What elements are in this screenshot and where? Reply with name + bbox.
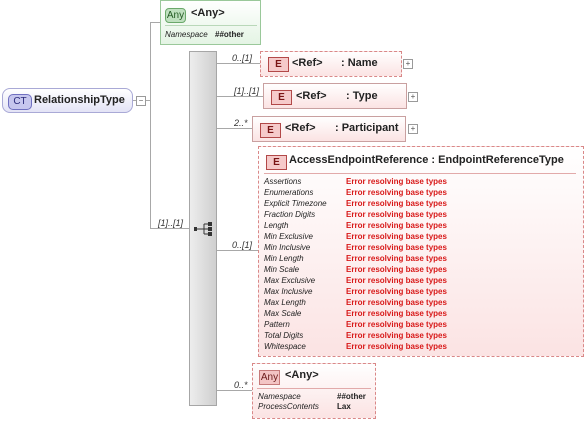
complex-type-node[interactable]: CT RelationshipType (2, 88, 133, 113)
any-bottom-namespace-label: Namespace (258, 392, 301, 401)
facet-value: Error resolving base types (346, 320, 447, 329)
facet-value: Error resolving base types (346, 309, 447, 318)
expand-name-icon[interactable]: + (403, 59, 413, 69)
element-name-cardinality: 0..[1] (232, 53, 253, 63)
facet-value: Error resolving base types (346, 265, 447, 274)
complex-type-name: RelationshipType (34, 94, 125, 106)
element-type-node[interactable]: E <Ref> : Type (263, 83, 407, 109)
element-participant-cardinality: 2..* (234, 118, 248, 128)
access-endpoint-divider (264, 173, 576, 174)
any-bottom-process-label: ProcessContents (258, 402, 319, 411)
facet-value: Error resolving base types (346, 331, 447, 340)
element-type-cardinality: [1]..[1] (234, 86, 260, 96)
facet-value: Error resolving base types (346, 177, 447, 186)
element-type-badge: E (271, 90, 292, 105)
connector-e1 (217, 63, 260, 64)
connector-trunk (150, 22, 151, 229)
element-participant-type: : Participant (335, 122, 399, 134)
facet-name: Max Scale (264, 309, 302, 318)
sequence-cardinality: [1]..[1] (158, 218, 184, 228)
any-bottom-cardinality: 0..* (234, 380, 248, 390)
any-top-badge: Any (165, 8, 186, 23)
facet-name: Min Inclusive (264, 243, 311, 252)
facet-name: Min Scale (264, 265, 300, 274)
access-endpoint-cardinality: 0..[1] (232, 240, 253, 250)
element-participant-badge: E (260, 123, 281, 138)
complex-type-badge: CT (8, 94, 32, 110)
sequence-icon (194, 222, 212, 236)
facet-value: Error resolving base types (346, 254, 447, 263)
facet-value: Error resolving base types (346, 232, 447, 241)
facet-name: Whitespace (264, 342, 306, 351)
facet-name: Min Length (264, 254, 304, 263)
element-name-type: : Name (341, 57, 378, 69)
element-name-node[interactable]: E <Ref> : Name (260, 51, 402, 77)
collapse-ct-icon[interactable]: − (136, 96, 146, 106)
facet-name: Total Digits (264, 331, 304, 340)
element-name-badge: E (268, 57, 289, 72)
facet-value: Error resolving base types (346, 210, 447, 219)
access-endpoint-node[interactable]: E AccessEndpointReference : EndpointRefe… (258, 146, 584, 357)
any-bottom-title: <Any> (285, 369, 319, 381)
any-bottom-badge: Any (259, 370, 280, 385)
element-participant-ref: <Ref> (285, 122, 316, 134)
any-bottom-node[interactable]: Any <Any> Namespace ##other ProcessConte… (252, 363, 376, 419)
facet-value: Error resolving base types (346, 276, 447, 285)
element-participant-node[interactable]: E <Ref> : Participant (252, 116, 406, 142)
any-bottom-process-value: Lax (337, 402, 351, 411)
element-type-type: : Type (346, 90, 378, 102)
facet-value: Error resolving base types (346, 221, 447, 230)
any-top-namespace-value: ##other (215, 30, 244, 39)
connector-seq (150, 228, 189, 229)
facet-value: Error resolving base types (346, 199, 447, 208)
any-bottom-divider (257, 388, 371, 389)
element-type-ref: <Ref> (296, 90, 327, 102)
any-top-namespace-label: Namespace (165, 30, 208, 39)
facet-value: Error resolving base types (346, 287, 447, 296)
any-top-divider (165, 25, 257, 26)
facet-value: Error resolving base types (346, 298, 447, 307)
expand-type-icon[interactable]: + (408, 92, 418, 102)
sequence-compositor[interactable] (189, 51, 217, 406)
any-top-title: <Any> (191, 7, 225, 19)
connector-e4 (217, 250, 258, 251)
facet-name: Fraction Digits (264, 210, 316, 219)
facet-value: Error resolving base types (346, 243, 447, 252)
facet-name: Explicit Timezone (264, 199, 327, 208)
facet-name: Min Exclusive (264, 232, 313, 241)
connector-e2 (217, 96, 263, 97)
facet-value: Error resolving base types (346, 188, 447, 197)
facet-name: Max Inclusive (264, 287, 313, 296)
connector-any-top (150, 22, 160, 23)
facet-name: Pattern (264, 320, 290, 329)
access-endpoint-title: AccessEndpointReference : EndpointRefere… (289, 154, 564, 166)
facet-name: Max Length (264, 298, 306, 307)
facet-name: Enumerations (264, 188, 314, 197)
any-top-node[interactable]: Any <Any> Namespace ##other (160, 0, 261, 45)
facet-value: Error resolving base types (346, 342, 447, 351)
access-endpoint-badge: E (266, 155, 287, 170)
expand-participant-icon[interactable]: + (408, 124, 418, 134)
any-bottom-namespace-value: ##other (337, 392, 366, 401)
facet-name: Max Exclusive (264, 276, 316, 285)
connector-any-bottom (217, 390, 252, 391)
facet-name: Assertions (264, 177, 302, 186)
element-name-ref: <Ref> (292, 57, 323, 69)
facet-name: Length (264, 221, 289, 230)
connector-e3 (217, 128, 252, 129)
